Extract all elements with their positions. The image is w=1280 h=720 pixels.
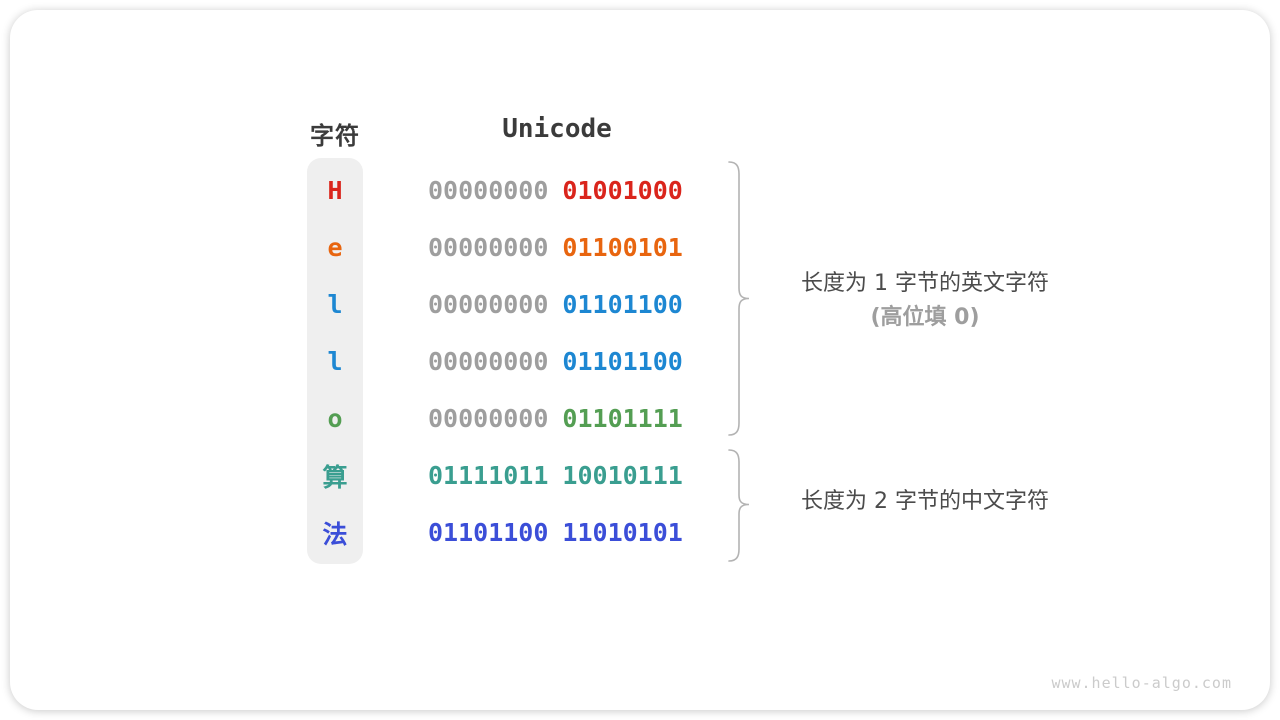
annotation-english-line1: 长度为 1 字节的英文字符 — [801, 271, 1049, 296]
brace-chinese-group — [728, 449, 750, 562]
byte-high: 01101100 — [428, 518, 549, 547]
character-cell: e — [327, 233, 343, 262]
unicode-binary: 00000000 01001000 — [428, 176, 683, 205]
table-row: l 00000000 01101100 — [307, 333, 687, 390]
byte-low: 11010101 — [562, 518, 683, 547]
brace-english-group — [728, 161, 750, 436]
watermark: www.hello-algo.com — [1051, 674, 1232, 692]
character-cell: H — [327, 176, 343, 205]
unicode-binary: 00000000 01101100 — [428, 290, 683, 319]
unicode-binary: 00000000 01101100 — [428, 347, 683, 376]
byte-low: 01101100 — [562, 347, 683, 376]
byte-low: 01101100 — [562, 290, 683, 319]
byte-high: 00000000 — [428, 404, 549, 433]
character-column-background — [307, 158, 363, 564]
byte-high: 00000000 — [428, 233, 549, 262]
unicode-binary: 00000000 01100101 — [428, 233, 683, 262]
byte-high: 00000000 — [428, 176, 549, 205]
character-cell: 法 — [322, 519, 348, 549]
encoding-table: H 00000000 01001000 e 00000000 01100101 l … — [307, 162, 687, 561]
byte-high: 00000000 — [428, 290, 549, 319]
character-cell: l — [327, 290, 343, 319]
table-row: 算 01111011 10010111 — [307, 447, 687, 504]
byte-low: 01101111 — [562, 404, 683, 433]
annotation-chinese-line1: 长度为 2 字节的中文字符 — [801, 489, 1049, 514]
character-cell: l — [327, 347, 343, 376]
table-row: 法 01101100 11010101 — [307, 504, 687, 561]
character-cell: 算 — [322, 462, 348, 492]
column-header-unicode: Unicode — [502, 114, 612, 144]
annotation-chinese-chars: 长度为 2 字节的中文字符 — [740, 486, 1110, 518]
byte-high: 00000000 — [428, 347, 549, 376]
column-header-character: 字符 — [310, 122, 360, 150]
byte-low: 01100101 — [562, 233, 683, 262]
annotation-english-chars: 长度为 1 字节的英文字符 (高位填 0) — [740, 268, 1110, 336]
table-row: o 00000000 01101111 — [307, 390, 687, 447]
annotation-english-line2: (高位填 0) — [870, 305, 980, 330]
character-cell: o — [327, 404, 343, 433]
byte-low: 01001000 — [562, 176, 683, 205]
table-row: H 00000000 01001000 — [307, 162, 687, 219]
unicode-binary: 01101100 11010101 — [428, 518, 683, 547]
unicode-binary: 00000000 01101111 — [428, 404, 683, 433]
byte-low: 10010111 — [562, 461, 683, 490]
table-row: l 00000000 01101100 — [307, 276, 687, 333]
table-row: e 00000000 01100101 — [307, 219, 687, 276]
figure-card: 字符 Unicode H 00000000 01001000 e 00000000… — [10, 10, 1270, 710]
unicode-binary: 01111011 10010111 — [428, 461, 683, 490]
byte-high: 01111011 — [428, 461, 549, 490]
